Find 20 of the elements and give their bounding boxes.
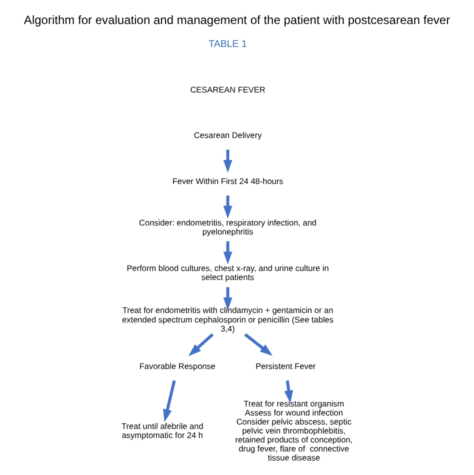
node-text: Fever Within First 24 48-hours [172, 177, 284, 186]
arrow [284, 380, 294, 404]
node-text: Favorable Response [139, 362, 216, 371]
node-text: Perform blood cultures, chest x-ray, and urine culture in select patients [126, 264, 329, 282]
label: CESAREAN FEVER [190, 85, 266, 94]
arrow [163, 380, 176, 422]
arrow [188, 333, 214, 356]
node-text: Treat until afebrile and asymptomatic for 24 h [122, 422, 204, 440]
node-text: Consider: endometritis, respiratory infection, and pyelonephritis [139, 218, 317, 236]
arrow [223, 287, 232, 310]
node-text: Treat for endometritis with clindamycin + gentamicin or an extended spectrum cephalosporin or penicillin (See tables 3,4) [122, 306, 334, 334]
arrow [244, 333, 273, 356]
node-text: Treat for resistant organism Assess for wound infection Consider pelvic abscess, septic pelvic vein thrombophlebitis, retained products of conception, drug fever, flare of connective tissue disease [235, 399, 353, 462]
arrow [223, 241, 232, 264]
arrow [223, 150, 232, 173]
label: TABLE 1 [208, 38, 247, 50]
arrow [223, 195, 232, 219]
node-text: Persistent Fever [256, 362, 316, 371]
node-text: Cesarean Delivery [194, 131, 262, 140]
diagram-title: Algorithm for evaluation and management of the patient with postcesarean fever [24, 12, 450, 27]
